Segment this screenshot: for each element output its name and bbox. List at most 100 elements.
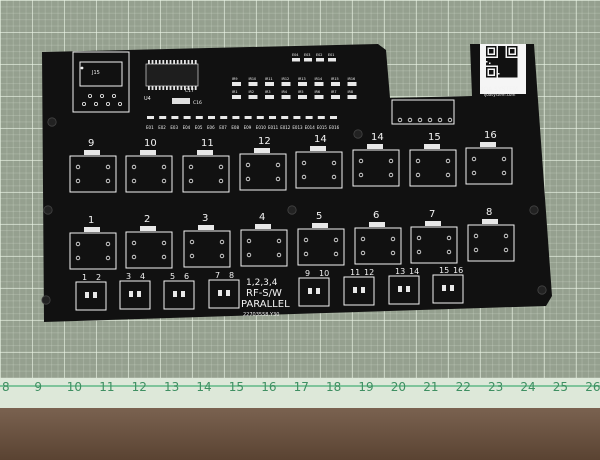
qr-module	[507, 59, 509, 61]
qr-module	[499, 46, 501, 48]
qr-module	[502, 59, 504, 61]
qr-module	[492, 62, 494, 64]
ruler-number: 23	[488, 380, 504, 394]
connector-hole	[88, 94, 93, 99]
relay-diode	[197, 150, 213, 155]
ic-pin	[169, 60, 172, 64]
ir-led-bottom	[314, 95, 324, 99]
qr-module	[493, 61, 495, 63]
connector-inner	[79, 61, 123, 87]
ic-pin	[191, 86, 193, 90]
qr-module	[510, 58, 512, 60]
relay-hole	[388, 172, 394, 178]
ir-label-bottom: IR3	[265, 90, 271, 94]
qr-module	[498, 62, 500, 64]
relay-hole	[473, 247, 479, 253]
bottom-chip-label: C16	[193, 100, 202, 106]
qr-module	[504, 62, 506, 64]
ic-pin	[176, 60, 179, 64]
qr-module	[501, 58, 503, 60]
qr-module	[502, 65, 504, 67]
connector-hole	[82, 102, 87, 107]
ed-label: E08	[231, 125, 239, 130]
ed-top-led	[328, 58, 336, 62]
relay-hole	[416, 235, 422, 241]
pad-square	[442, 285, 446, 291]
ic-pin	[184, 86, 186, 90]
qr-module	[502, 56, 504, 58]
ed-led	[305, 116, 313, 119]
qr-module	[496, 59, 498, 61]
relay-diode	[140, 150, 156, 155]
qr-finder	[510, 49, 515, 54]
qr-module	[513, 61, 515, 63]
mounting-hole	[537, 285, 547, 295]
title-line-2: RF-S/W	[246, 288, 282, 299]
relay-diode	[369, 222, 385, 227]
qr-module	[496, 62, 498, 64]
ir-led-top	[232, 82, 241, 86]
relay-number: 14	[314, 134, 327, 145]
qr-module	[502, 67, 504, 69]
relay-hole	[333, 251, 339, 257]
qr-module	[487, 58, 489, 60]
qr-module	[514, 62, 516, 64]
qr-module	[487, 61, 489, 63]
qr-module	[513, 67, 515, 69]
qr-module	[499, 50, 501, 52]
qr-module	[501, 47, 503, 49]
qr-module	[513, 62, 515, 64]
relay-hole	[75, 241, 81, 247]
ed-top-label: E04	[292, 53, 298, 57]
relay-outline	[410, 226, 458, 264]
ruler-number: 18	[326, 380, 342, 394]
qr-module	[499, 65, 501, 67]
relay-hole	[188, 178, 194, 184]
qr-module	[499, 49, 501, 51]
relay-hole	[75, 178, 81, 184]
relay-hole	[246, 252, 252, 258]
qr-module	[511, 67, 513, 69]
ruler-number: 19	[358, 380, 374, 394]
qr-module	[489, 59, 491, 61]
relay-number: 10	[144, 138, 157, 149]
header-hole	[397, 117, 403, 123]
relay-hole	[219, 253, 225, 259]
qr-module	[502, 74, 504, 76]
ir-label-bottom: IR4	[282, 90, 288, 94]
qr-module	[511, 73, 513, 75]
qr-module	[501, 59, 503, 61]
ruler-number: 10	[66, 380, 83, 394]
qr-module	[486, 59, 488, 61]
pad-square	[173, 291, 177, 297]
pad-label: 15	[439, 266, 449, 275]
ed-led	[269, 116, 276, 119]
relay-hole	[303, 237, 309, 243]
qr-module	[505, 62, 507, 64]
relay-number: 11	[201, 138, 214, 149]
ir-label-bottom: IR8	[348, 90, 354, 94]
ic-pin	[180, 60, 183, 64]
qr-module	[498, 49, 500, 51]
ruler-number: 8	[2, 380, 10, 394]
ic-pin	[191, 60, 193, 64]
ruler-number: 26	[585, 380, 600, 394]
qr-module	[505, 71, 507, 73]
relay-diode	[482, 219, 498, 224]
qr-module	[504, 59, 506, 61]
ed-led	[244, 116, 252, 119]
ic-pin	[155, 60, 157, 64]
ir-led-top	[265, 82, 274, 86]
relay-outline	[352, 149, 400, 187]
pcb-outline	[42, 44, 552, 322]
qr-module	[501, 46, 503, 48]
qr-module	[511, 74, 513, 76]
qr-module	[510, 73, 512, 75]
ed-label: E02	[158, 125, 166, 130]
relay-diode	[310, 146, 326, 151]
qr-module	[486, 58, 488, 60]
qr-module	[510, 64, 512, 66]
qr-module	[499, 56, 501, 58]
